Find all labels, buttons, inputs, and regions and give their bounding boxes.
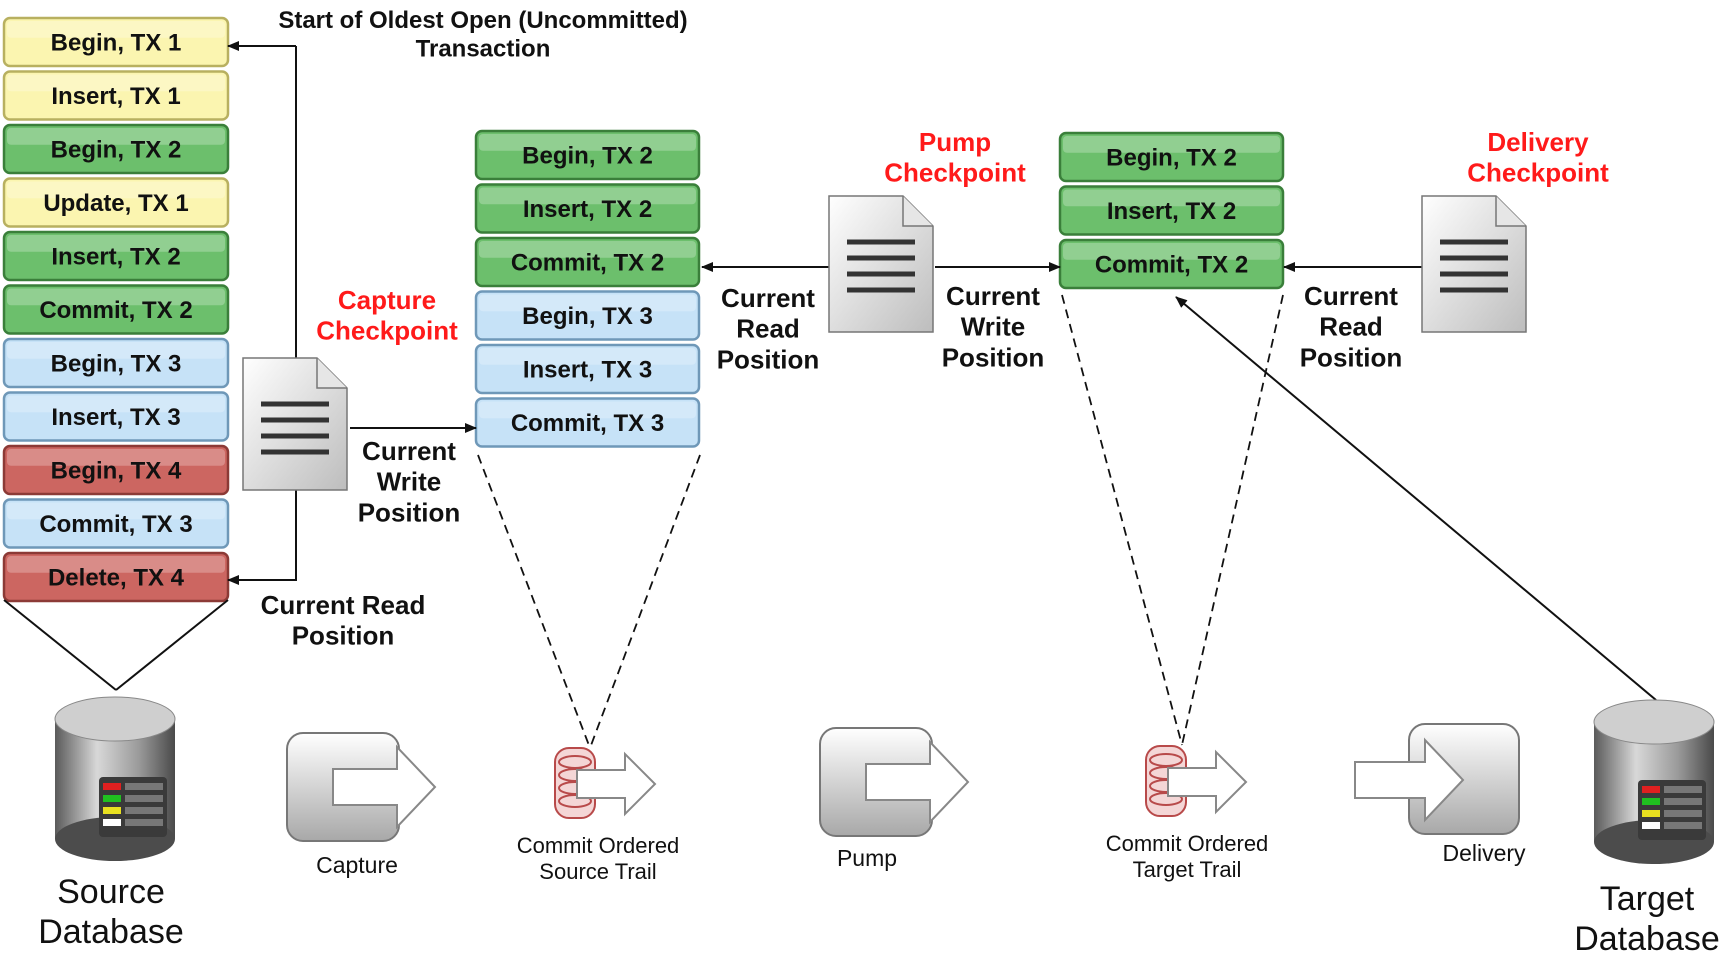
record-tx-4: Begin, TX 4: [2, 444, 230, 496]
record-label: Insert, TX 2: [523, 196, 652, 223]
record-tx-2: Commit, TX 2: [474, 236, 701, 288]
record-label: Insert, TX 1: [51, 83, 180, 110]
target-trail-zoom-left: [1061, 294, 1183, 746]
target-trail-stack: Begin, TX 2 Insert, TX 2 Commit, TX 2: [1058, 131, 1285, 290]
record-tx-3: Insert, TX 3: [474, 343, 701, 395]
pump-checkpoint-doc-icon: [828, 195, 934, 333]
pump-label: Pump: [837, 845, 897, 871]
record-label: Commit, TX 2: [1095, 252, 1248, 279]
record-label: Commit, TX 3: [511, 410, 664, 437]
diagram-labels: Start of Oldest Open (Uncommitted)Transa…: [38, 7, 1720, 958]
record-tx-2: Insert, TX 2: [474, 183, 701, 234]
record-label: Insert, TX 3: [51, 404, 180, 431]
record-tx-2: Commit, TX 2: [1058, 238, 1285, 290]
pump-process-icon: [819, 727, 970, 837]
record-label: Insert, TX 2: [51, 244, 180, 271]
record-tx-4: Delete, TX 4: [2, 551, 230, 603]
source-trail-stack: Begin, TX 2 Insert, TX 2 Commit, TX 2 Begin…: [474, 129, 701, 448]
record-label: Begin, TX 4: [51, 458, 182, 485]
record-tx-2: Begin, TX 2: [2, 123, 230, 175]
target-trail-icon: [1145, 745, 1248, 817]
record-label: Commit, TX 2: [39, 297, 192, 324]
target-trail-zoom-right: [1181, 294, 1284, 746]
record-tx-2: Insert, TX 2: [1058, 185, 1285, 236]
record-tx-3: Begin, TX 3: [474, 290, 701, 341]
record-label: Insert, TX 2: [1107, 198, 1236, 225]
record-label: Update, TX 1: [43, 190, 188, 217]
record-label: Begin, TX 1: [51, 30, 182, 57]
record-label: Insert, TX 3: [523, 357, 652, 384]
source-database-icon: [54, 696, 176, 861]
record-tx-2: Insert, TX 2: [2, 230, 230, 282]
source-log-stack: Begin, TX 1 Insert, TX 1 Begin, TX 2 Update…: [2, 16, 230, 603]
source-log-funnel-right: [115, 599, 229, 691]
record-tx-3: Commit, TX 3: [2, 498, 230, 549]
record-label: Begin, TX 3: [522, 303, 653, 330]
record-tx-3: Commit, TX 3: [474, 397, 701, 448]
record-tx-2: Begin, TX 2: [1058, 131, 1285, 183]
source-trail-zoom-left: [477, 454, 591, 749]
record-label: Begin, TX 3: [51, 351, 182, 378]
record-tx-2: Begin, TX 2: [474, 129, 701, 181]
record-tx-1: Update, TX 1: [2, 177, 230, 228]
target-apply-arrow: [1175, 296, 1657, 701]
record-tx-2: Commit, TX 2: [2, 284, 230, 335]
record-label: Commit, TX 3: [39, 511, 192, 538]
record-tx-3: Begin, TX 3: [2, 337, 230, 389]
source-trail-icon: [554, 747, 657, 819]
target-database-icon: [1593, 699, 1715, 864]
connector-lines: [3, 41, 1657, 701]
dashed-zoom-lines: [477, 294, 1284, 749]
record-label: Commit, TX 2: [511, 250, 664, 277]
record-tx-3: Insert, TX 3: [2, 391, 230, 442]
record-label: Begin, TX 2: [51, 137, 182, 164]
source-trail-zoom-right: [589, 454, 701, 749]
oldest-open-transaction-label: Start of Oldest Open (Uncommitted)Transa…: [278, 7, 687, 62]
source-log-funnel-left: [3, 599, 117, 691]
capture-label: Capture: [316, 852, 398, 878]
delivery-process-icon: [1354, 723, 1520, 835]
capture-checkpoint-doc-icon: [242, 357, 348, 491]
record-tx-1: Begin, TX 1: [2, 16, 230, 68]
capture-read-arrow: [227, 46, 297, 585]
record-label: Begin, TX 2: [1106, 145, 1237, 172]
record-label: Delete, TX 4: [48, 565, 185, 592]
delivery-checkpoint-doc-icon: [1421, 195, 1527, 333]
capture-process-icon: [286, 732, 437, 842]
record-label: Begin, TX 2: [522, 143, 653, 170]
record-tx-1: Insert, TX 1: [2, 70, 230, 121]
delivery-label: Delivery: [1442, 840, 1526, 866]
